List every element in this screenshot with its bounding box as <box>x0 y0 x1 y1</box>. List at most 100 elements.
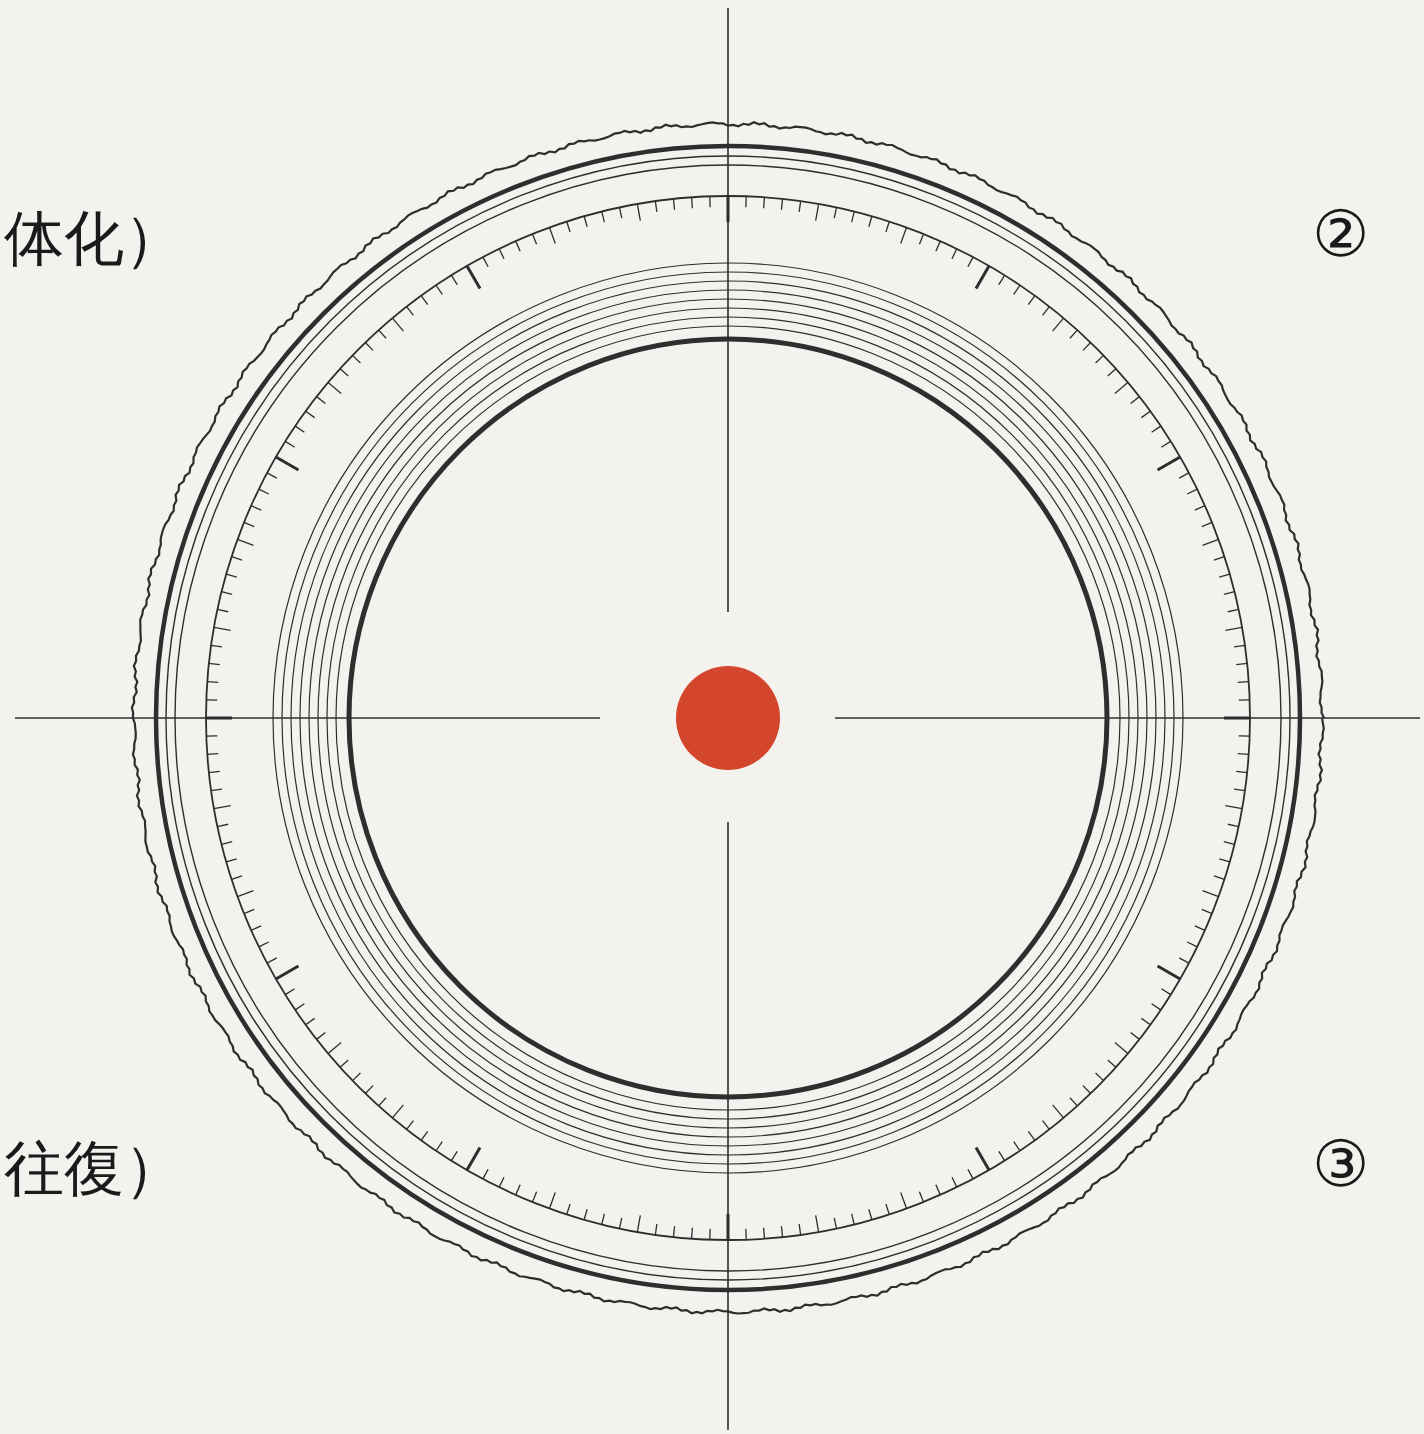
scale-tick <box>1234 789 1245 791</box>
scale-tick <box>567 1204 570 1214</box>
scale-tick <box>1214 876 1224 879</box>
scale-tick <box>1014 285 1020 294</box>
scale-tick <box>602 212 605 223</box>
callout-number: ③ <box>1312 1132 1369 1196</box>
scale-tick <box>999 275 1005 284</box>
scale-tick <box>1131 397 1140 404</box>
scale-tick <box>532 234 536 244</box>
scale-tick <box>952 1177 957 1187</box>
scale-tick <box>306 1018 315 1024</box>
scale-tick <box>673 199 674 210</box>
scale-tick <box>1203 539 1219 545</box>
scale-tick <box>499 1177 504 1187</box>
scale-tick <box>267 958 277 963</box>
scale-tick <box>968 257 973 267</box>
scale-tick <box>1219 574 1230 577</box>
scale-tick <box>1239 735 1250 737</box>
scale-tick <box>1239 699 1250 701</box>
scale-tick <box>886 222 889 232</box>
scale-tick <box>852 1214 855 1225</box>
scale-tick <box>467 266 480 289</box>
scale-tick <box>936 1185 940 1195</box>
scale-tick <box>691 197 693 208</box>
scale-tick <box>206 699 217 701</box>
scale-tick <box>259 489 269 494</box>
scale-tick <box>365 343 373 351</box>
scale-tick <box>209 663 220 664</box>
scale-tick <box>237 891 253 897</box>
scale-tick <box>781 199 782 210</box>
scale-tick <box>211 645 222 647</box>
scale-tick <box>1158 966 1181 979</box>
scale-tick <box>549 1193 555 1209</box>
scale-tick <box>709 1229 711 1240</box>
scale-tick <box>1202 522 1212 526</box>
crosshair <box>15 717 600 719</box>
scale-tick <box>584 216 587 227</box>
scale-tick <box>421 1131 427 1140</box>
scale-tick <box>1043 1121 1050 1130</box>
scale-tick <box>1028 296 1034 305</box>
scale-tick <box>217 609 228 611</box>
scale-tick <box>816 1215 819 1232</box>
scale-tick <box>206 735 217 737</box>
scale-tick <box>673 1226 674 1237</box>
scale-tick <box>1187 942 1197 947</box>
scale-tick <box>222 842 233 845</box>
scale-tick <box>340 369 348 376</box>
scale-tick <box>516 1185 520 1195</box>
scale-tick <box>214 627 231 630</box>
scale-tick <box>365 1086 373 1094</box>
scale-tick <box>1152 1004 1161 1010</box>
scale-tick <box>436 1142 442 1151</box>
crosshair <box>835 717 1420 719</box>
crosshair <box>727 8 729 612</box>
scale-tick <box>834 1218 836 1229</box>
scale-tick <box>285 441 294 447</box>
scale-tick <box>1115 382 1128 393</box>
scale-tick <box>259 942 269 947</box>
scale-tick <box>1131 1033 1140 1040</box>
scale-tick <box>317 397 326 404</box>
center-dot <box>676 666 780 770</box>
scale-tick <box>226 574 237 577</box>
scale-tick <box>1028 1131 1034 1140</box>
scale-tick <box>799 201 801 212</box>
scale-tick <box>1083 343 1091 351</box>
scale-tick <box>869 216 872 227</box>
scale-tick <box>276 457 299 470</box>
scale-tick <box>1214 557 1224 560</box>
scale-tick <box>392 318 403 331</box>
scale-tick <box>1108 1060 1116 1067</box>
scale-tick <box>1224 592 1235 595</box>
scale-tick <box>919 234 923 244</box>
scale-tick <box>976 266 989 289</box>
scale-tick <box>976 1148 989 1171</box>
scale-tick <box>1238 753 1249 755</box>
scale-tick <box>232 876 242 879</box>
scale-tick <box>353 355 361 363</box>
scale-tick <box>1225 627 1242 630</box>
scale-tick <box>619 1218 621 1229</box>
scale-tick <box>516 241 520 251</box>
scale-tick <box>1152 426 1161 432</box>
scale-tick <box>816 204 819 221</box>
scale-tick <box>1096 1073 1104 1081</box>
scale-tick <box>483 257 488 267</box>
scale-tick <box>567 222 570 232</box>
scale-tick <box>483 1169 488 1179</box>
scale-tick <box>244 522 254 526</box>
scale-tick <box>217 824 228 826</box>
scale-tick <box>467 1148 480 1171</box>
scale-tick <box>968 1169 973 1179</box>
scale-tick <box>1141 1018 1150 1024</box>
scale-tick <box>267 473 277 478</box>
scale-tick <box>1236 663 1247 664</box>
scale-tick <box>1228 824 1239 826</box>
scale-tick <box>328 382 341 393</box>
scale-tick <box>237 539 253 545</box>
side-label: 往復） <box>4 1138 184 1198</box>
scale-tick <box>1195 506 1205 510</box>
scale-tick <box>602 1214 605 1225</box>
scale-tick <box>207 681 218 683</box>
